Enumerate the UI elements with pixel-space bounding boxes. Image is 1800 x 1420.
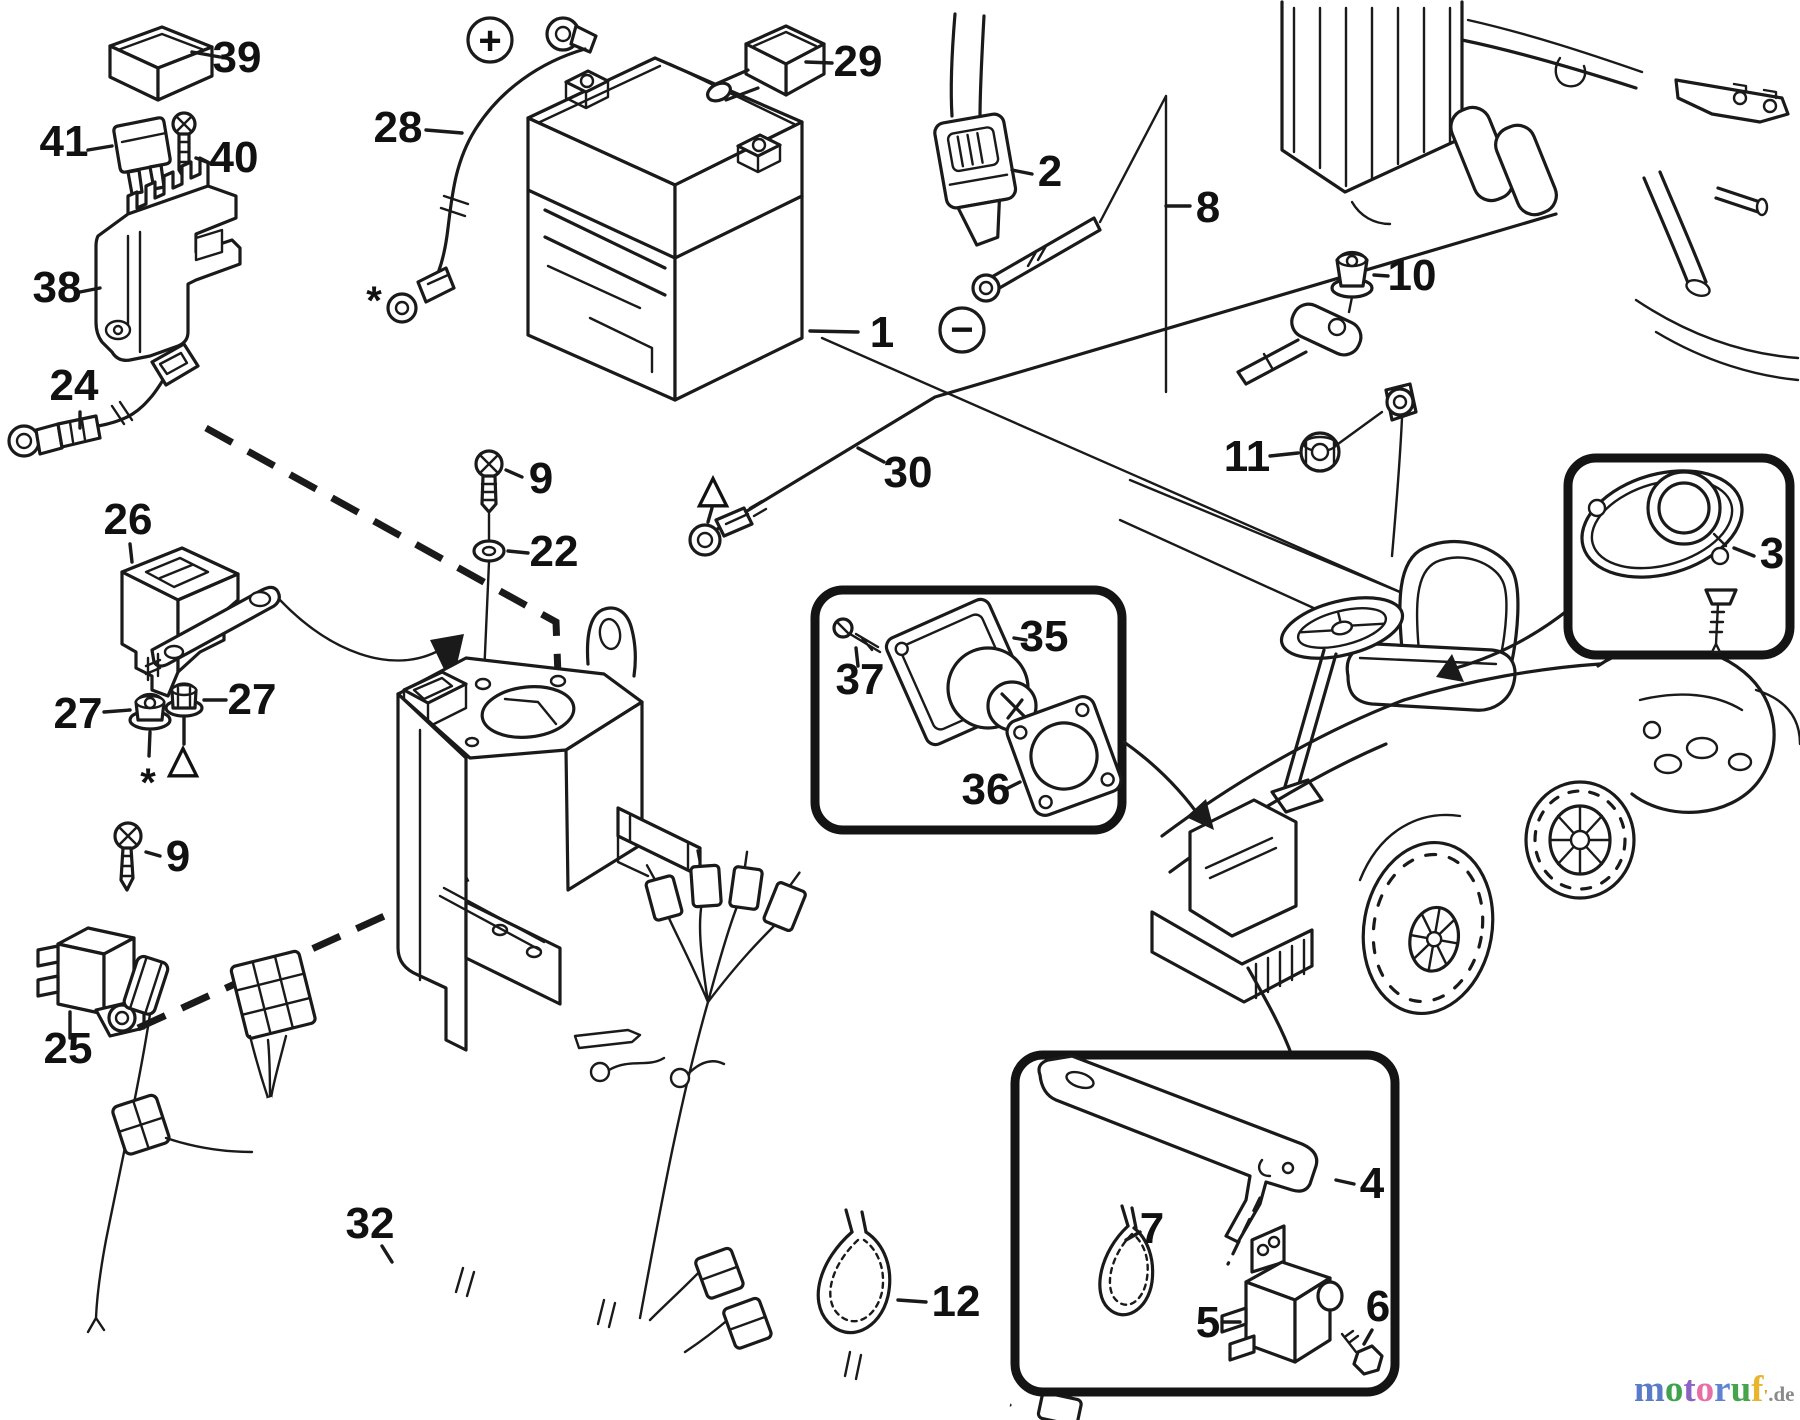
bracket-4 — [1037, 1054, 1319, 1244]
callout-22: 22 — [530, 527, 579, 576]
callout-35: 35 — [1020, 612, 1069, 661]
screw-6 — [1340, 1329, 1384, 1376]
minus-symbol: − — [938, 306, 986, 354]
logo-letter: o — [1695, 1369, 1715, 1410]
callout-2: 2 — [1038, 147, 1062, 196]
callout-8: 8 — [1196, 183, 1220, 232]
cable-tie-7 — [1098, 1204, 1155, 1317]
callout-39: 39 — [213, 33, 262, 82]
callout-12: 12 — [932, 1277, 981, 1326]
callout-7: 7 — [1140, 1204, 1164, 1253]
triangle-marker-icon: △ — [697, 467, 730, 511]
plus-marker-icon: + — [478, 19, 501, 63]
callout-3: 3 — [1760, 529, 1784, 578]
cable-tie-12 — [816, 1208, 892, 1335]
switch-26 — [120, 546, 464, 698]
chassis-console — [396, 606, 702, 1052]
callout-5: 5 — [1196, 1298, 1220, 1347]
reference-lines — [820, 336, 1402, 594]
spoked-wheel — [1524, 780, 1636, 900]
battery-strap-2 — [933, 12, 1018, 247]
arrow-to-seat — [1436, 654, 1464, 682]
logo-letter: o — [1664, 1369, 1684, 1410]
callouts: 39 41 40 38 24 28 29 2 1 8 10 11 30 3 9 … — [33, 33, 1785, 1347]
terminal-cap-29 — [706, 24, 826, 103]
star-marker-icon: * — [366, 279, 382, 323]
jumper-cable-24 — [7, 342, 200, 458]
motoruf-logo: motoruf'.de — [1634, 1368, 1800, 1416]
logo-letter: m — [1634, 1369, 1665, 1410]
nut-11-assembly — [1299, 382, 1418, 558]
callout-30: 30 — [884, 448, 933, 497]
callout-25: 25 — [44, 1024, 93, 1073]
fuse-41 — [112, 116, 172, 196]
callout-4: 4 — [1360, 1159, 1385, 1208]
callout-9-center: 9 — [529, 454, 553, 503]
callout-26: 26 — [104, 495, 153, 544]
mount-location-arrow — [430, 634, 464, 686]
minus-marker-icon: − — [950, 308, 973, 352]
logo-letter: f — [1751, 1369, 1764, 1410]
inset-box-ignition — [810, 585, 1214, 835]
callout-38: 38 — [33, 263, 82, 312]
wiring-harness-32 — [86, 849, 1083, 1420]
screw-9-center — [474, 449, 504, 542]
callout-41: 41 — [40, 117, 89, 166]
washer-22 — [472, 539, 506, 678]
engine-drawing — [1280, 0, 1800, 382]
nut-10-assembly — [1236, 250, 1374, 386]
mower-drawing — [1118, 478, 1800, 1016]
nuts-27: * △ — [128, 682, 204, 805]
callout-1: 1 — [870, 308, 894, 357]
callout-32: 32 — [346, 1199, 395, 1248]
battery-drawing — [526, 56, 804, 402]
inset-box-3 — [1436, 453, 1795, 682]
callout-36: 36 — [962, 765, 1011, 814]
callout-10: 10 — [1388, 251, 1437, 300]
callout-37: 37 — [836, 655, 885, 704]
triangle-marker-icon: △ — [167, 737, 200, 781]
logo-letter: r — [1714, 1369, 1731, 1410]
star-marker-icon: * — [140, 761, 156, 805]
callout-27-right: 27 — [228, 675, 277, 724]
gasket-36 — [1005, 695, 1123, 817]
logo-letter: ' — [1763, 1386, 1769, 1405]
logo-letter: u — [1730, 1369, 1752, 1410]
logo-letter: t — [1683, 1369, 1696, 1410]
logo-tld: .de — [1768, 1382, 1795, 1406]
rubber-cap-39 — [108, 25, 214, 102]
callout-24: 24 — [50, 361, 99, 410]
relay-25 — [36, 926, 146, 1038]
arrow-to-mower-front — [1186, 799, 1214, 830]
positive-cable-28: + * — [366, 16, 598, 324]
starter-wire-8 — [971, 94, 1168, 394]
callout-28: 28 — [374, 103, 423, 152]
callout-9-left: 9 — [166, 832, 190, 881]
callout-27-left: 27 — [54, 689, 103, 738]
knobby-wheel — [1361, 840, 1495, 1016]
callout-11: 11 — [1224, 432, 1271, 481]
callout-29: 29 — [834, 37, 883, 86]
screw-9-left — [113, 821, 143, 892]
fuse-holder-38 — [94, 156, 242, 362]
callout-40: 40 — [210, 133, 259, 182]
callout-6: 6 — [1366, 1282, 1390, 1331]
